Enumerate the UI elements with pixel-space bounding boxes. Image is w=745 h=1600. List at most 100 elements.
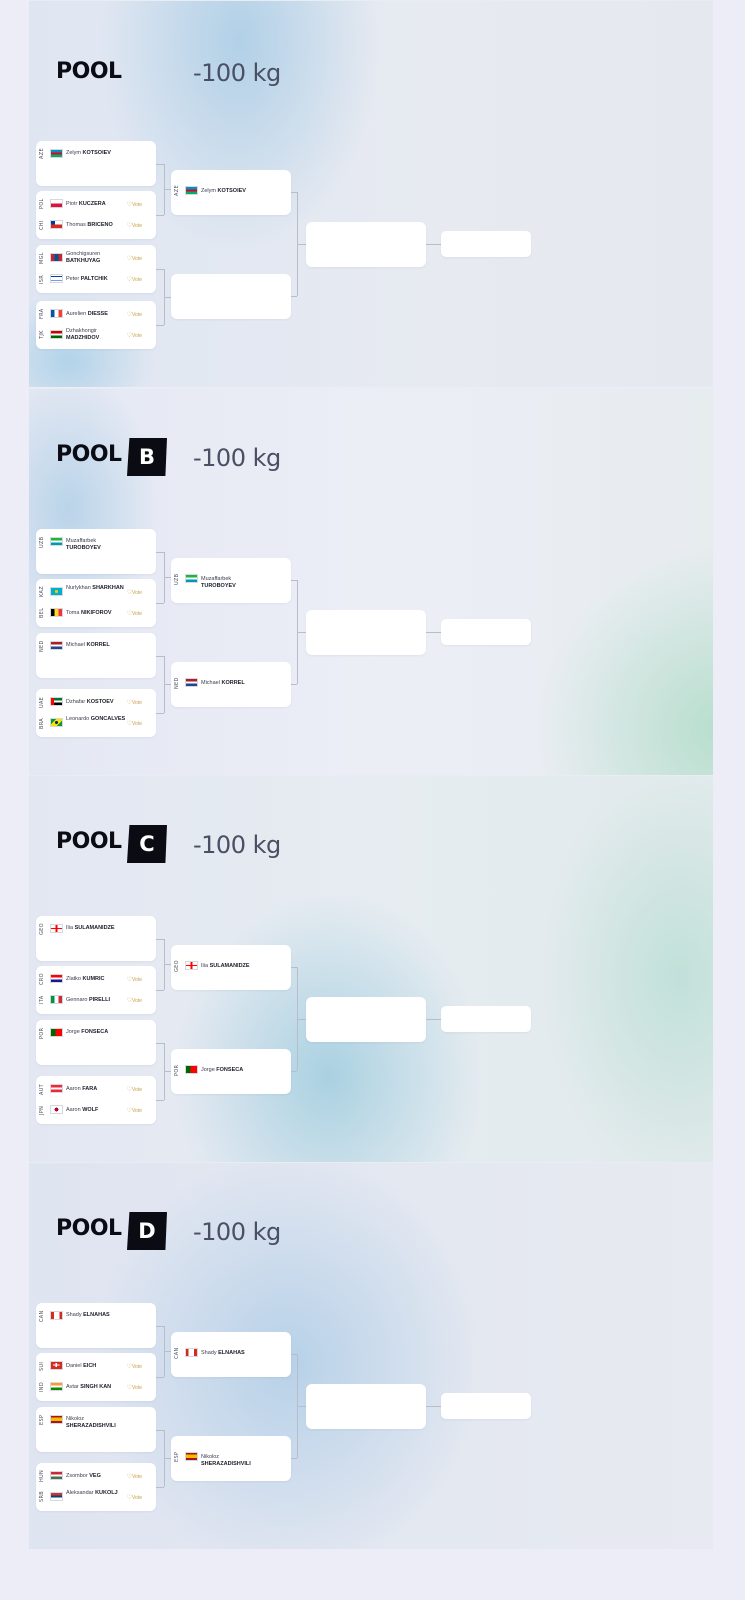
- pool-winner-slot[interactable]: [441, 1393, 531, 1419]
- match-card-semifinal[interactable]: [306, 1384, 426, 1429]
- pool-letter-badge: D: [127, 1212, 167, 1250]
- athlete-last-name: DIESSE: [87, 311, 108, 317]
- athlete-last-name: SHERAZADISHVILI: [201, 1460, 251, 1467]
- pool-winner-slot[interactable]: [441, 231, 531, 257]
- vote-button[interactable]: Vote: [127, 201, 142, 208]
- athlete-name: Piotr KUCZERA: [66, 201, 128, 208]
- athlete-first-name: Dzhakhongir: [66, 328, 97, 334]
- vote-button[interactable]: Vote: [127, 222, 142, 229]
- vote-button[interactable]: Vote: [127, 1086, 142, 1093]
- bracket-connector: [156, 325, 164, 326]
- vote-button[interactable]: Vote: [127, 720, 142, 727]
- bracket-connector: [156, 603, 164, 604]
- bracket-connector: [291, 684, 297, 685]
- athlete-first-name: Zsombor: [66, 1473, 88, 1479]
- vote-button[interactable]: Vote: [127, 1494, 142, 1501]
- vote-button[interactable]: Vote: [127, 255, 142, 262]
- athlete-name: Toma NIKIFOROV: [66, 610, 128, 617]
- vote-button[interactable]: Vote: [127, 1473, 142, 1480]
- vote-button[interactable]: Vote: [127, 1107, 142, 1114]
- athlete-name: Muzaffarbek TUROBOYEV: [201, 576, 263, 589]
- vote-button[interactable]: Vote: [127, 997, 142, 1004]
- bracket-connector: [297, 244, 306, 245]
- athlete-first-name: Muzaffarbek: [66, 538, 97, 544]
- match-card-semifinal[interactable]: [306, 222, 426, 267]
- match-card-round2[interactable]: [171, 274, 291, 319]
- vote-button[interactable]: Vote: [127, 589, 142, 596]
- bracket-connector: [156, 1429, 164, 1431]
- pool-winner-slot[interactable]: [441, 619, 531, 645]
- bracket-connector: [156, 938, 164, 940]
- vote-button[interactable]: Vote: [127, 976, 142, 983]
- vote-button[interactable]: Vote: [127, 332, 142, 339]
- match-card-semifinal[interactable]: [306, 610, 426, 655]
- athlete-first-name: Aleksandar: [66, 1490, 94, 1496]
- vote-button[interactable]: Vote: [127, 311, 142, 318]
- vote-button[interactable]: Vote: [127, 1363, 142, 1370]
- vote-button[interactable]: Vote: [127, 610, 142, 617]
- pool-winner-slot[interactable]: [441, 1006, 531, 1032]
- match-card-semifinal[interactable]: [306, 997, 426, 1042]
- vote-button[interactable]: Vote: [127, 699, 142, 706]
- athlete-name: Gonchigsuren BATKHUYAG: [66, 251, 128, 264]
- vote-button[interactable]: Vote: [127, 1384, 142, 1391]
- vote-button[interactable]: Vote: [127, 276, 142, 283]
- bracket-connector: [291, 967, 297, 968]
